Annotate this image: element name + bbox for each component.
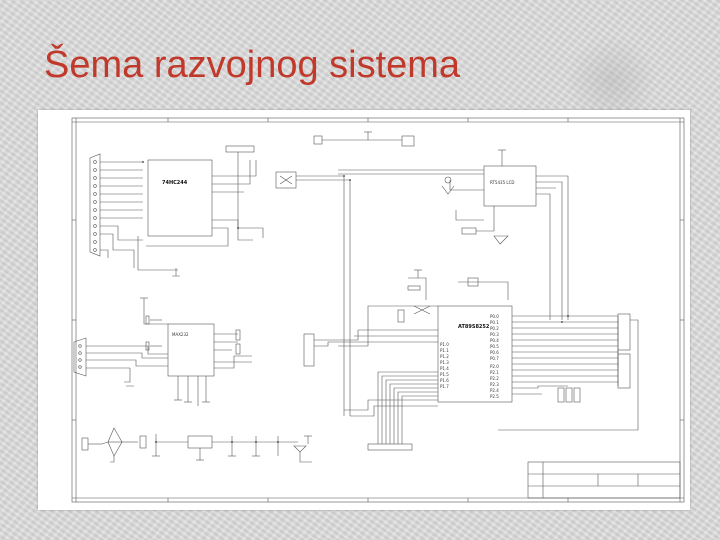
pin-p2-3: P2.3 (490, 382, 499, 387)
pin-p2-5: P2.5 (490, 394, 499, 399)
db25-pins (93, 160, 97, 252)
pin-p2-2: P2.2 (490, 376, 499, 381)
chip-label-at89s8252: AT89S8252 (458, 324, 490, 330)
mcu-port1-labels: P1.0 P1.1 P1.2 P1.3 P1.4 P1.5 P1.6 P1.7 (440, 342, 449, 389)
pin-p2-0: P2.0 (490, 364, 499, 369)
port-connector-bottom (617, 353, 631, 389)
chip-lcd (483, 165, 537, 207)
power-jack (81, 437, 89, 451)
pin-p0-2: P0.2 (490, 326, 499, 331)
pin-p1-5: P1.5 (440, 372, 449, 377)
pin-p1-3: P1.3 (440, 360, 449, 365)
side-header (303, 333, 315, 367)
pin-p0-5: P0.5 (490, 344, 499, 349)
pin-p2-1: P2.1 (490, 370, 499, 375)
db9-connector (73, 337, 87, 377)
pin-p1-6: P1.6 (440, 378, 449, 383)
pin-p0-0: P0.0 (490, 314, 499, 319)
pin-p0-3: P0.3 (490, 332, 499, 337)
voltage-regulator (187, 435, 213, 449)
chip-label-74hc244: 74HC244 (162, 180, 188, 186)
title-block (527, 461, 681, 499)
mcu-port0-labels: P0.0 P0.1 P0.2 P0.3 P0.4 P0.5 P0.6 P0.7 (490, 314, 499, 361)
pin-p1-1: P1.1 (440, 348, 449, 353)
pin-p1-0: P1.0 (440, 342, 449, 347)
pin-p0-4: P0.4 (490, 338, 499, 343)
mcu-port2-labels: P2.0 P2.1 P2.2 P2.3 P2.4 P2.5 (490, 364, 499, 399)
chip-at89s8252 (437, 305, 513, 403)
port-connector-top (617, 313, 631, 351)
slide-title: Šema razvojnog sistema (44, 44, 461, 86)
pin-p0-7: P0.7 (490, 356, 499, 361)
pin-p2-4: P2.4 (490, 388, 499, 393)
chip-74hc244 (147, 159, 213, 237)
pin-p1-7: P1.7 (440, 384, 449, 389)
db25-connector (89, 153, 101, 257)
pin-p1-4: P1.4 (440, 366, 449, 371)
pin-p1-2: P1.2 (440, 354, 449, 359)
pin-p0-6: P0.6 (490, 350, 499, 355)
chip-label-lcd: RT5435 LCD (490, 180, 514, 185)
drawing-frame (71, 117, 685, 503)
pin-p0-1: P0.1 (490, 320, 499, 325)
schematic-diagram: 74HC244 MAX232 AT89S8252 RT5435 LCD P1.0… (71, 117, 685, 503)
bottom-header (367, 443, 413, 451)
chip-label-max232: MAX232 (172, 332, 189, 337)
schematic-sheet: 74HC244 MAX232 AT89S8252 RT5435 LCD P1.0… (38, 110, 690, 510)
